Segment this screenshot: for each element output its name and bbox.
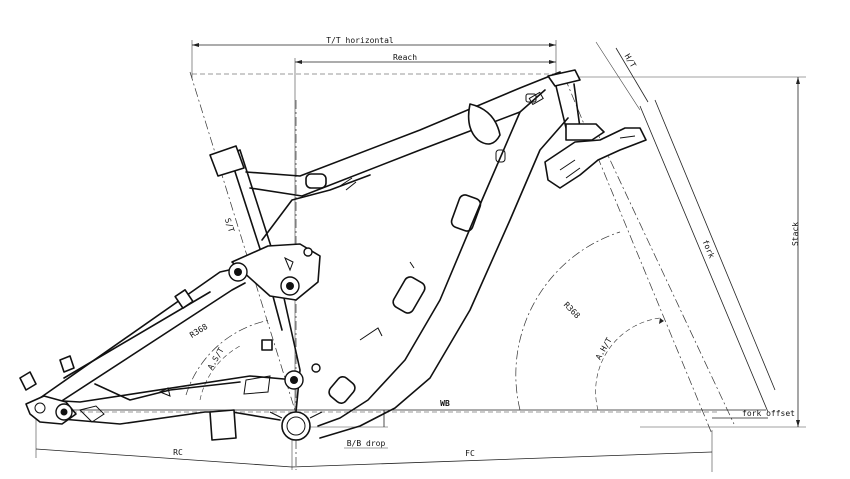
r368-rear-label: R368 — [188, 322, 209, 340]
bottom-bracket — [269, 411, 323, 441]
wb-label: WB — [440, 399, 450, 408]
fc-label: FC — [465, 449, 475, 458]
a-st-label: A.S/T — [206, 346, 226, 372]
head-angle-arcs: R368 A.H/T — [515, 231, 664, 411]
tt-horizontal-label: T/T horizontal — [326, 36, 394, 45]
a-ht-label: A.H/T — [594, 336, 614, 362]
fork-crown — [528, 91, 647, 189]
steering-axis-offset-line — [595, 129, 735, 425]
ht-label: H/T — [623, 52, 638, 69]
pivot-points — [55, 247, 321, 421]
wheelbase-dimension: WB — [40, 399, 766, 413]
stack-label: Stack — [791, 222, 800, 246]
r368-front-label: R368 — [562, 300, 582, 320]
tt-horizontal-dimension: T/T horizontal — [191, 36, 557, 78]
stack-dimension: Stack — [568, 76, 806, 428]
frame-windows — [305, 93, 537, 404]
chain-stay — [45, 375, 296, 441]
fork-offset-label: fork offset — [742, 409, 795, 418]
st-label: S/T — [223, 217, 236, 234]
fork-line: fork — [639, 99, 776, 413]
rc-label: RC — [173, 448, 183, 457]
fork-offset-dimension: fork offset — [712, 409, 795, 419]
reach-dimension: Reach — [294, 53, 556, 412]
bb-drop-label: B/B drop — [347, 439, 386, 448]
seat-angle-arcs: R368 A.S/T — [185, 319, 271, 401]
reach-label: Reach — [393, 53, 417, 62]
seat-tube-axis-line — [189, 71, 299, 421]
ht-dimension: H/T — [595, 41, 649, 111]
misc-details — [158, 177, 357, 397]
